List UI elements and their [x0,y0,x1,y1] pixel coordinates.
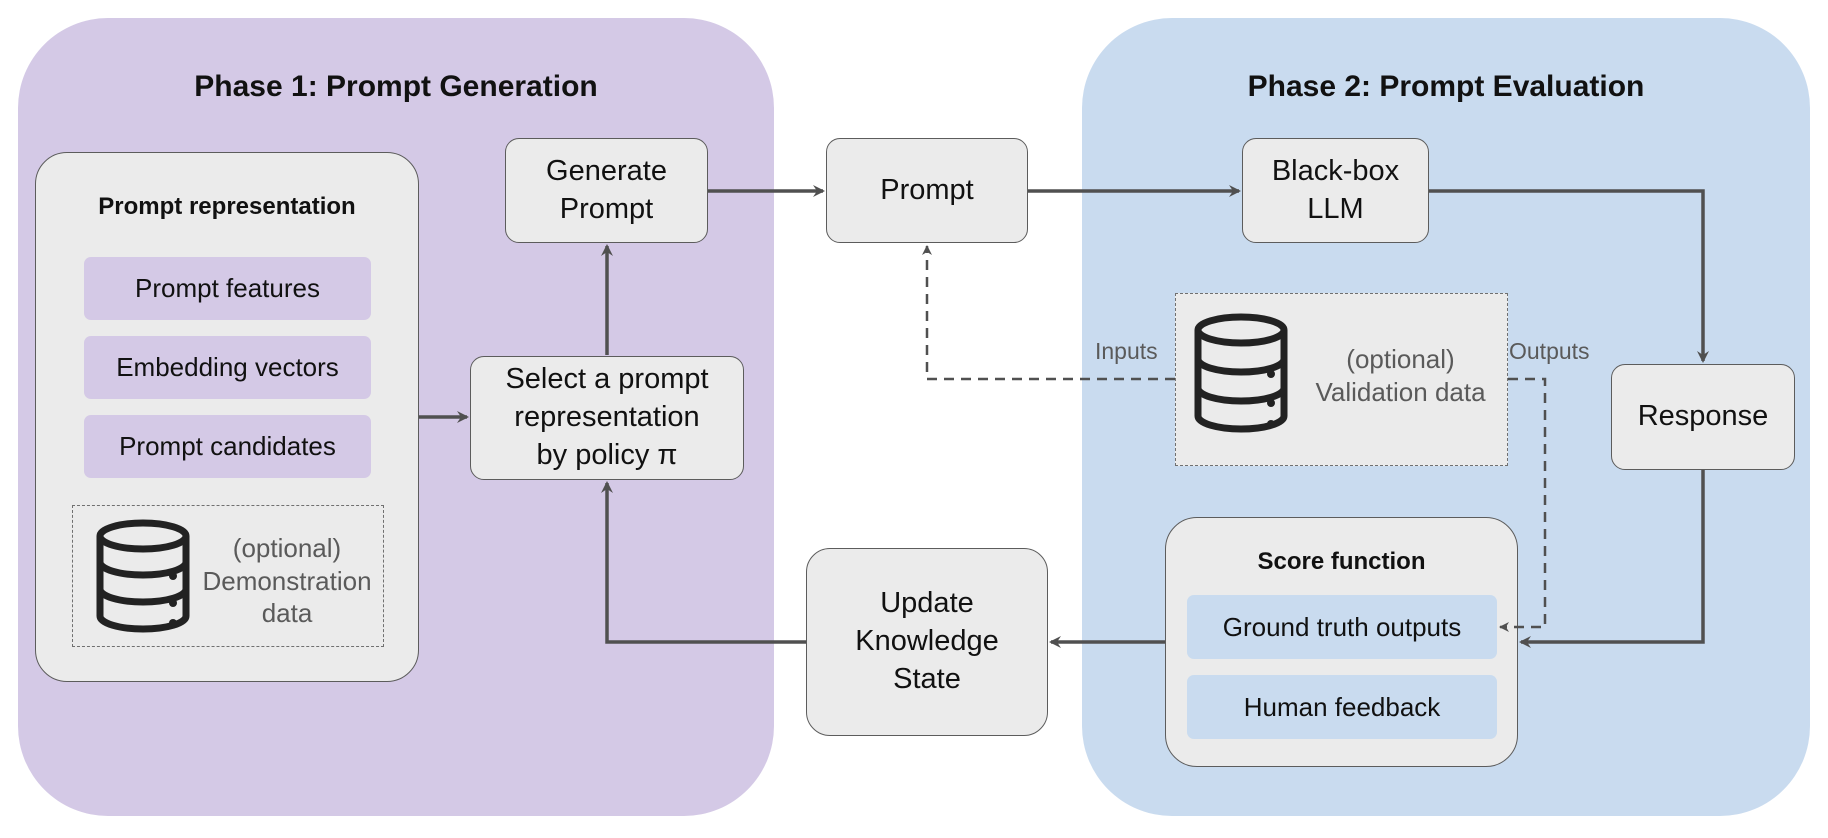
database-icon [1194,313,1288,433]
inputs-label: Inputs [1095,338,1158,364]
response-node: Response [1611,364,1795,470]
validation-data-label: (optional) Validation data [1315,344,1486,407]
arrow-llm-to-response [1429,189,1709,363]
generate-prompt-node: Generate Prompt [505,138,708,243]
prompt-candidates-chip: Prompt candidates [84,415,371,478]
select-representation-node: Select a prompt representation by policy… [470,356,744,480]
phase1-title: Phase 1: Prompt Generation [194,70,598,103]
demonstration-data-label: (optional) Demonstration data [202,533,372,628]
prompt-representation-title: Prompt representation [98,193,356,220]
black-box-llm-label: Black-box LLM [1271,154,1400,225]
dashed-inputs-to-prompt [922,245,1175,381]
dashed-outputs-to-ground-truth [1499,377,1547,632]
prompt-features-chip: Prompt features [84,257,371,320]
phase2-title: Phase 2: Prompt Evaluation [1247,70,1645,103]
arrow-response-to-score [1519,470,1705,648]
validation-data-box [1175,293,1508,466]
select-representation-label: Select a prompt representation by policy… [505,363,709,471]
response-label: Response [1637,400,1769,433]
generate-prompt-label: Generate Prompt [546,154,667,225]
update-knowledge-label: Update Knowledge State [855,587,999,695]
prompt-label: Prompt [880,173,974,206]
outputs-label: Outputs [1509,338,1590,364]
black-box-llm-node: Black-box LLM [1242,138,1429,243]
update-knowledge-node: Update Knowledge State [806,548,1048,736]
database-icon [96,519,190,633]
prompt-node: Prompt [826,138,1028,243]
embedding-vectors-chip: Embedding vectors [84,336,371,399]
ground-truth-outputs-chip: Ground truth outputs [1187,595,1497,659]
arrow-update-to-select [601,481,806,644]
human-feedback-chip: Human feedback [1187,675,1497,739]
demonstration-data-box [72,505,384,647]
score-function-title: Score function [1257,548,1426,575]
